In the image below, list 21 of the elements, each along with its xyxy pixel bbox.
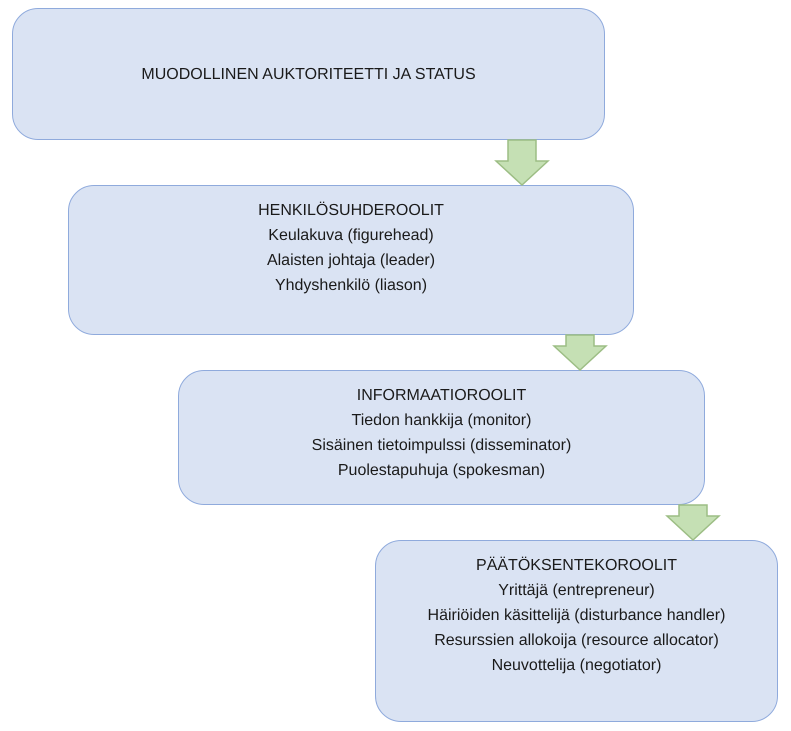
box-heading: HENKILÖSUHDEROOLIT [258,200,444,221]
role-box [68,185,634,335]
role-item: Puolestapuhuja (spokesman) [338,461,546,481]
role-item: Resurssien allokoija (resource allocator) [434,631,719,651]
role-item: Keulakuva (figurehead) [268,226,434,246]
role-item: Sisäinen tietoimpulssi (disseminator) [312,436,572,456]
block-arrow [665,504,721,542]
box-heading: INFORMAATIOROOLIT [356,386,526,406]
role-item: Häiriöiden käsittelijä (disturbance handler) [428,606,726,626]
role-item: Tiedon hankkija (monitor) [352,411,532,431]
role-box [178,370,705,505]
role-item: Alaisten johtaja (leader) [266,251,436,271]
role-box [12,8,605,140]
box-heading: PÄÄTÖKSENTEKOROOLIT [476,556,677,576]
role-item: Neuvottelija (negotiator) [492,656,662,676]
role-item: Yhdyshenkilö (liason) [274,276,428,296]
block-arrow [552,334,608,372]
role-item: Yrittäjä (entrepreneur) [498,581,655,601]
box-heading: MUODOLLINEN AUKTORITEETTI JA STATUS [141,64,476,84]
role-box [375,540,778,722]
block-arrow [494,139,550,186]
